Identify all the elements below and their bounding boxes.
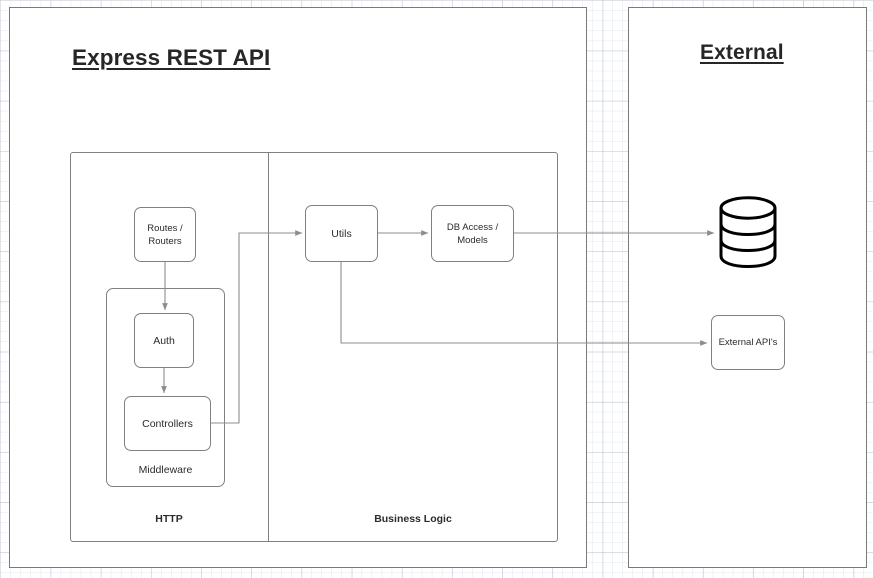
node-db-access-models[interactable]: DB Access / Models [431,205,514,262]
node-routes-routers[interactable]: Routes / Routers [134,207,196,262]
node-external-apis-label: External API's [718,337,778,348]
database-cylinder-icon[interactable] [719,196,777,268]
node-auth-label: Auth [153,334,175,347]
node-controllers[interactable]: Controllers [124,396,211,451]
group-label-middleware: Middleware [138,464,193,476]
layer-label-business-logic: Business Logic [374,513,452,525]
pool-title-external: External [700,41,784,64]
node-external-apis[interactable]: External API's [711,315,785,370]
layer-label-http: HTTP [155,513,183,525]
node-utils-label: Utils [331,227,352,240]
node-routes-routers-line1: Routes / [147,222,183,234]
pool-external[interactable] [628,7,867,568]
node-utils[interactable]: Utils [305,205,378,262]
node-auth[interactable]: Auth [134,313,194,368]
node-db-access-models-line1: DB Access / [446,221,499,233]
pool-title-express-rest-api: Express REST API [72,45,271,70]
layer-divider [268,152,269,542]
node-routes-routers-line2: Routers [148,235,182,247]
node-controllers-label: Controllers [142,417,193,430]
node-db-access-models-line2: Models [457,234,488,246]
